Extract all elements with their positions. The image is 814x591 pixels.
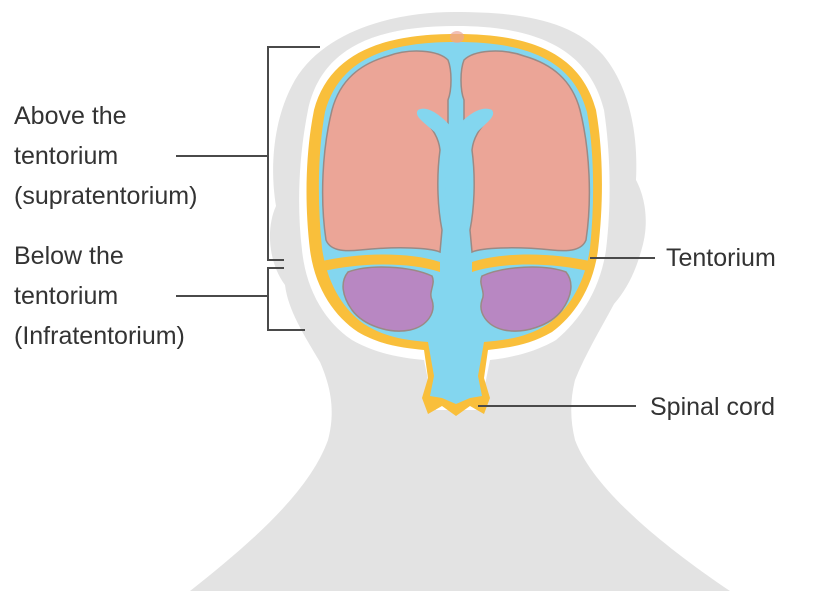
label-supratentorium: Above the tentorium (supratentorium) xyxy=(14,102,197,210)
label-infratentorium-line-3: (Infratentorium) xyxy=(14,322,185,350)
label-supratentorium-line-1: Above the xyxy=(14,102,127,130)
label-supratentorium-line-2: tentorium xyxy=(14,142,118,170)
sagittal-sinus xyxy=(450,31,464,43)
label-infratentorium-line-1: Below the xyxy=(14,242,124,270)
label-spinal-cord: Spinal cord xyxy=(650,393,775,421)
label-infratentorium-line-2: tentorium xyxy=(14,282,118,310)
label-tentorium: Tentorium xyxy=(666,244,776,272)
label-infratentorium: Below the tentorium (Infratentorium) xyxy=(14,242,185,350)
label-supratentorium-line-3: (supratentorium) xyxy=(14,182,197,210)
